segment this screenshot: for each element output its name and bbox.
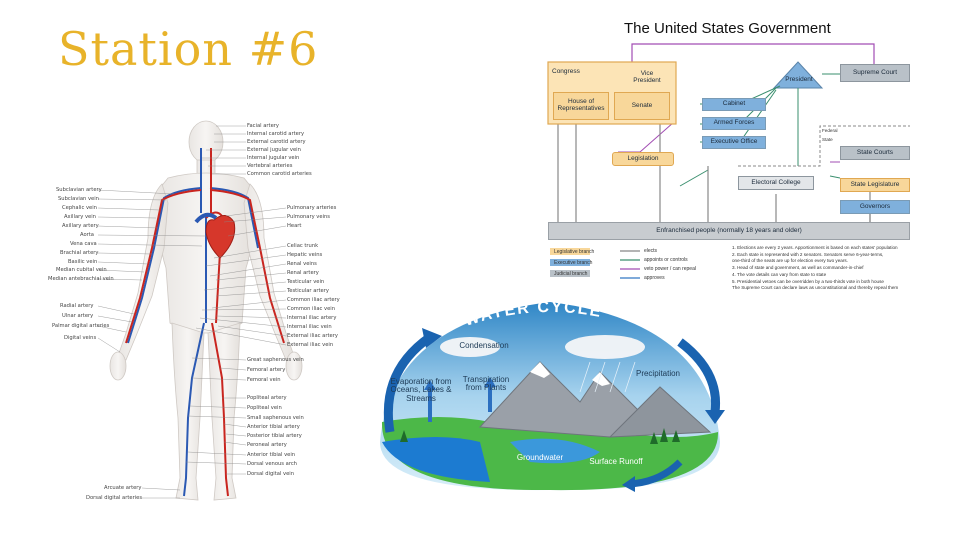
executive-office-box: Executive Office xyxy=(702,136,766,149)
label-dorsal-digital-vein: Dorsal digital vein xyxy=(247,471,294,477)
label-external-iliac-vein: External iliac vein xyxy=(287,342,333,348)
label-internal-carotid: Internal carotid artery xyxy=(247,131,304,137)
label-posterior-tibial-artery: Posterior tibial artery xyxy=(247,433,302,439)
label-heart: Heart xyxy=(287,223,301,229)
slide-title: Station #6 xyxy=(58,22,318,76)
note-2: 2. Each state is represented with 2 sena… xyxy=(732,252,883,257)
legend-approves: approves xyxy=(644,275,665,281)
enfranchised-bar: Enfranchised people (normally 18 years a… xyxy=(548,222,910,240)
label-testicular-vein: Testicular vein xyxy=(287,279,324,285)
label-palmar-digital-arteries: Palmar digital arteries xyxy=(52,323,109,329)
label-external-iliac-artery: External iliac artery xyxy=(287,333,338,339)
note-2b: one-third of the seats are up for electi… xyxy=(732,258,848,263)
label-internal-iliac-vein: Internal iliac vein xyxy=(287,324,332,330)
note-5: 5. Presidential vetoes can be overridden… xyxy=(732,279,884,284)
label-external-carotid: External carotid artery xyxy=(247,139,306,145)
label-renal-veins: Renal veins xyxy=(287,261,317,267)
label-condensation: Condensation xyxy=(456,342,512,350)
svg-text:WATER CYCLE: WATER CYCLE xyxy=(462,299,604,330)
label-median-antebrachial-vein: Median antebrachial vein xyxy=(48,276,114,282)
label-femoral-vein: Femoral vein xyxy=(247,377,281,383)
label-transpiration: Transpiration from Plants xyxy=(460,376,512,393)
legend-legislative: Legislative branch xyxy=(554,249,594,255)
label-common-iliac-vein: Common iliac vein xyxy=(287,306,335,312)
note-1: 1. Elections are every 2 years. Apportio… xyxy=(732,245,898,250)
legend-executive: Executive branch xyxy=(554,260,592,266)
label-pulmonary-arteries: Pulmonary arteries xyxy=(287,205,336,211)
label-subclavian-vein: Subclavian vein xyxy=(58,196,99,202)
us-government-diagram: The United States Government xyxy=(540,16,930,292)
label-peroneal-artery: Peroneal artery xyxy=(247,442,287,448)
label-anterior-tibial-vein: Anterior tibial vein xyxy=(247,452,295,458)
note-4: 4. The vote details can vary from state … xyxy=(732,272,826,277)
house-box: House of Representatives xyxy=(553,92,609,120)
label-vertebral-arteries: Vertebral arteries xyxy=(247,163,292,169)
state-label: State xyxy=(822,137,833,142)
label-testicular-artery: Testicular artery xyxy=(287,288,329,294)
water-cycle-title: WATER CYCLE xyxy=(462,299,604,330)
label-external-jugular: External jugular vein xyxy=(247,147,301,153)
label-great-saphenous-vein: Great saphenous vein xyxy=(247,357,304,363)
armed-forces-box: Armed Forces xyxy=(702,117,766,130)
label-small-saphenous-vein: Small saphenous vein xyxy=(247,415,304,421)
legend-appoints: appoints or controls xyxy=(644,257,688,263)
label-anterior-tibial-artery: Anterior tibial artery xyxy=(247,424,300,430)
note-5b: The Supreme Court can declare laws as un… xyxy=(732,285,898,290)
label-renal-artery: Renal artery xyxy=(287,270,319,276)
label-popliteal-vein: Popliteal vein xyxy=(247,405,282,411)
label-aorta: Aorta xyxy=(80,232,94,238)
congress-box: Congress xyxy=(552,66,608,78)
label-internal-jugular: Internal jugular vein xyxy=(247,155,299,161)
legend-elects: elects xyxy=(644,248,657,254)
label-internal-iliac-artery: Internal iliac artery xyxy=(287,315,336,321)
legislation-box: Legislation xyxy=(612,152,674,166)
label-dorsal-venous-arch: Dorsal venous arch xyxy=(247,461,297,467)
label-common-carotid: Common carotid arteries xyxy=(247,171,312,177)
label-popliteal-artery: Popliteal artery xyxy=(247,395,287,401)
water-cycle-title-banner: WATER CYCLE xyxy=(360,292,734,352)
circulatory-system-diagram: Subclavian artery Subclavian vein Cephal… xyxy=(56,118,336,510)
label-evaporation: Evaporation from Oceans, Lakes & Streams xyxy=(390,378,452,403)
label-median-cubital-vein: Median cubital vein xyxy=(56,267,107,273)
label-dorsal-digital-arteries: Dorsal digital arteries xyxy=(86,495,142,501)
state-courts-box: State Courts xyxy=(840,146,910,160)
label-arcuate-artery: Arcuate artery xyxy=(104,485,142,491)
senate-box: Senate xyxy=(614,92,670,120)
water-cycle-diagram: WATER CYCLE Condensation Evaporation fro… xyxy=(360,292,734,492)
legend-judicial: Judicial branch xyxy=(554,271,587,277)
label-celiac-trunk: Celiac trunk xyxy=(287,243,318,249)
vice-president-box: Vice President xyxy=(630,68,664,88)
label-axillary-artery: Axillary artery xyxy=(62,223,99,229)
label-digital-veins: Digital veins xyxy=(64,335,96,341)
label-groundwater: Groundwater xyxy=(510,454,570,462)
label-surface-runoff: Surface Runoff xyxy=(586,458,646,466)
governors-box: Governors xyxy=(840,200,910,214)
label-hepatic-veins: Hepatic veins xyxy=(287,252,322,258)
label-subclavian-artery: Subclavian artery xyxy=(56,187,102,193)
label-radial-artery: Radial artery xyxy=(60,303,93,309)
supreme-court-box: Supreme Court xyxy=(840,64,910,82)
cabinet-box: Cabinet xyxy=(702,98,766,111)
label-brachial-artery: Brachial artery xyxy=(60,250,98,256)
label-precipitation: Precipitation xyxy=(628,370,688,378)
label-facial-artery: Facial artery xyxy=(247,123,279,129)
electoral-college-box: Electoral College xyxy=(738,176,814,190)
president-box: President xyxy=(776,74,822,86)
label-axillary-vein: Axillary vein xyxy=(64,214,96,220)
label-basilic-vein: Basilic vein xyxy=(68,259,97,265)
state-legislature-box: State Legislature xyxy=(840,178,910,192)
label-pulmonary-veins: Pulmonary veins xyxy=(287,214,330,220)
label-cephalic-vein: Cephalic vein xyxy=(62,205,97,211)
label-common-iliac-artery: Common iliac artery xyxy=(287,297,340,303)
label-ulnar-artery: Ulnar artery xyxy=(62,313,93,319)
legend-veto: veto power / can repeal xyxy=(644,266,696,272)
federal-label: Federal xyxy=(822,128,838,133)
note-3: 3. Head of state and government, as well… xyxy=(732,265,864,270)
label-femoral-artery: Femoral artery xyxy=(247,367,285,373)
label-vena-cava: Vena cava xyxy=(70,241,97,247)
